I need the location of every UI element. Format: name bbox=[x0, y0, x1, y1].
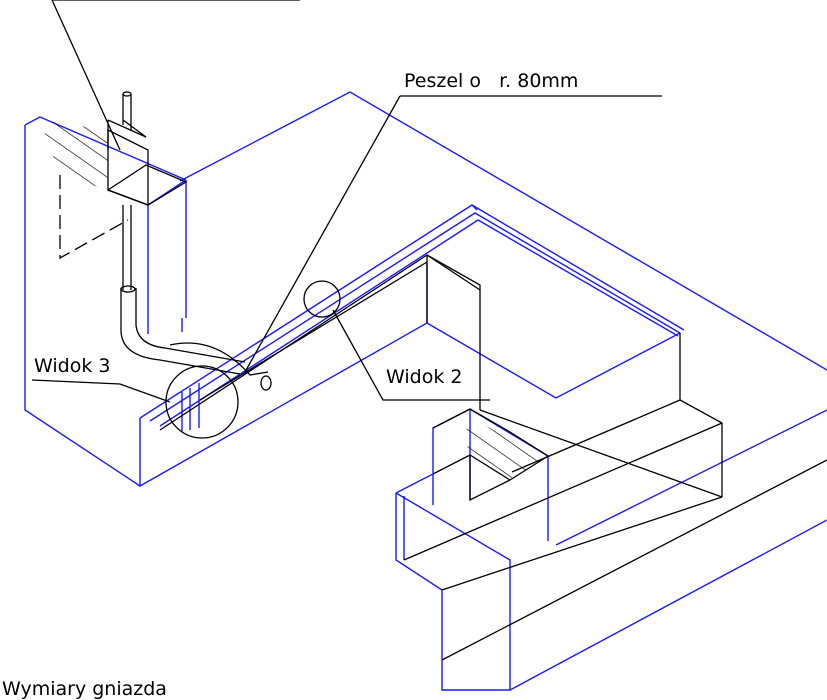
peszel-label: Peszel o r. 80mm bbox=[404, 70, 579, 92]
widok-3-circle bbox=[166, 366, 238, 438]
left-wall-front bbox=[25, 125, 140, 486]
left-wall-top bbox=[25, 117, 186, 180]
wymiary-gniazda-label: Wymiary gniazda bbox=[2, 678, 167, 700]
platform-back-edge bbox=[180, 92, 827, 370]
blue-outline-geometry bbox=[25, 92, 827, 690]
black-detail-geometry bbox=[32, 0, 827, 660]
front-wall bbox=[140, 263, 427, 486]
right-section bbox=[427, 323, 680, 398]
widok-3-label: Widok 3 bbox=[34, 355, 111, 377]
widok-2-circle bbox=[304, 281, 340, 317]
widok-2-label: Widok 2 bbox=[386, 366, 463, 388]
